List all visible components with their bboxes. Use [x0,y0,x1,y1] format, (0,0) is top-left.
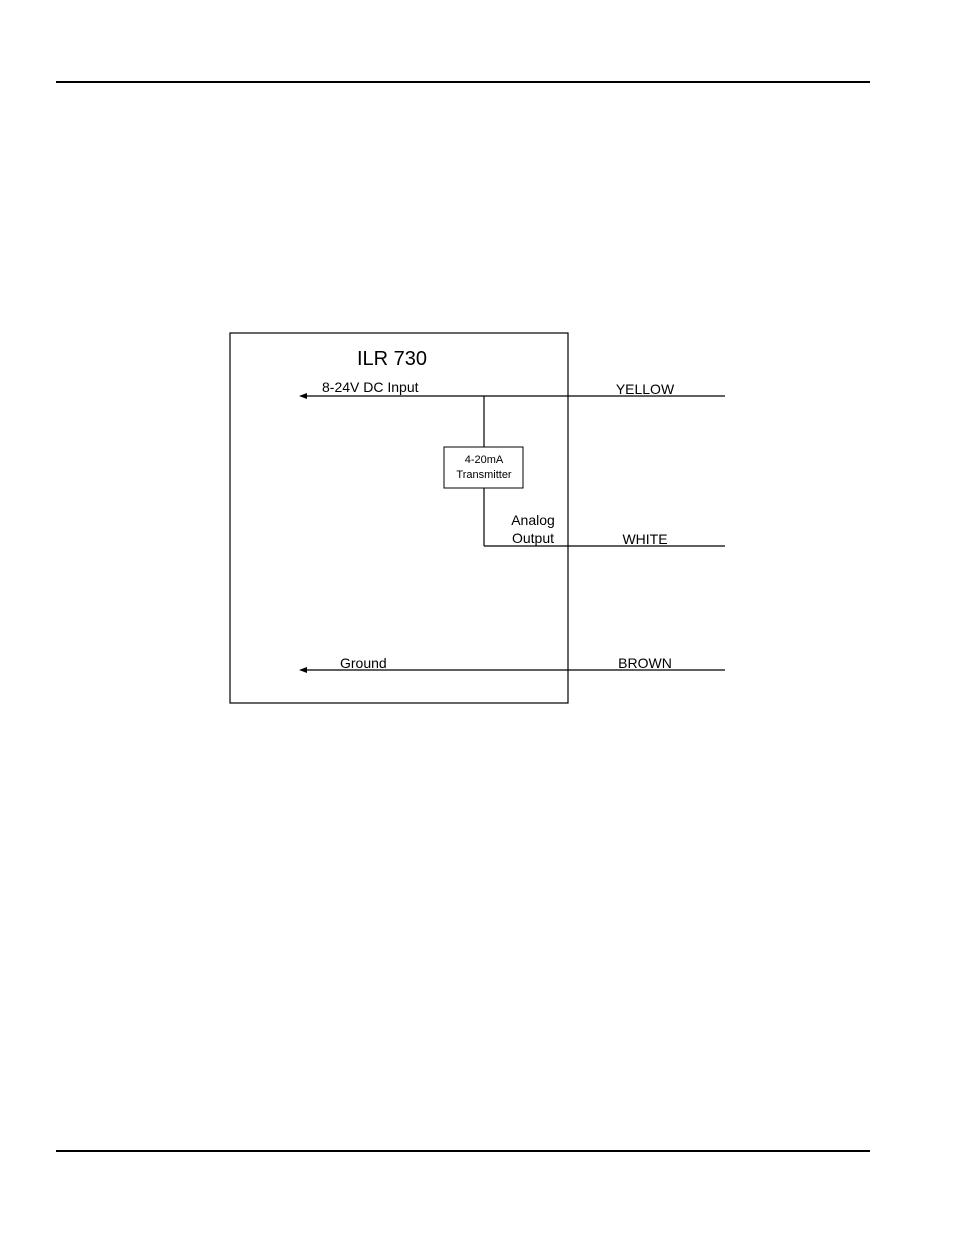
white-wire-label: WHITE [622,531,667,547]
ground-label: Ground [340,655,387,671]
device-title: ILR 730 [357,348,427,370]
transmitter-label-line1: 4-20mA [465,454,504,466]
ground-arrow-icon [299,667,307,673]
analog-output-label-line1: Analog [511,512,555,528]
brown-wire-label: BROWN [618,655,672,671]
analog-output-label-line2: Output [512,530,554,546]
power-input-label: 8-24V DC Input [322,379,419,395]
transmitter-label-line2: Transmitter [456,469,512,481]
power-arrow-icon [299,393,307,399]
yellow-wire-label: YELLOW [616,381,675,397]
